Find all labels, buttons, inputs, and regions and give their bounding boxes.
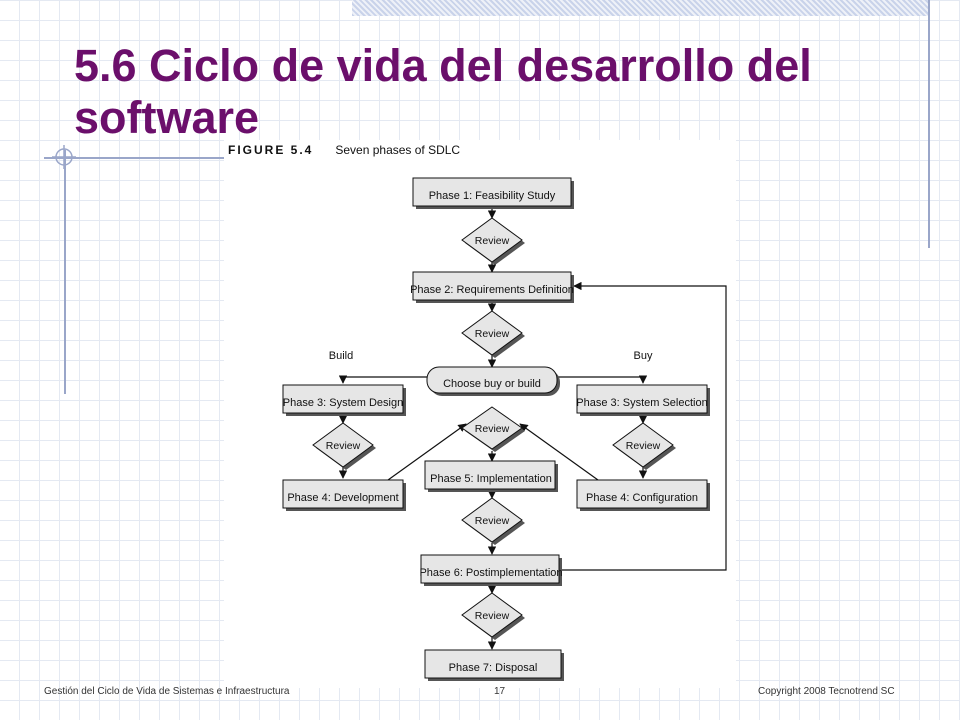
phase-4-development-label: Phase 4: Development [287,492,398,504]
decorative-left-rule [64,150,66,394]
choose-buy-or-build-label: Choose buy or build [443,378,541,390]
sdlc-flowchart: Phase 1: Feasibility Study Phase 2: Requ… [282,177,727,681]
phase-7-box: Phase 7: Disposal [424,649,564,681]
phase-3-selection-label: Phase 3: System Selection [576,397,707,409]
phase-6-box: Phase 6: Postimplementation [419,554,563,586]
phase-5-label: Phase 5: Implementation [430,473,552,485]
arrow-configuration-review [519,423,599,481]
phase-6-label: Phase 6: Postimplementation [419,567,562,579]
figure-caption-text: Seven phases of SDLC [335,143,461,157]
phase-4-development-box: Phase 4: Development [282,479,406,511]
decorative-top-band [352,0,930,16]
review-diamond-center: Review [461,406,525,452]
phase-1-box: Phase 1: Feasibility Study [412,177,574,209]
phase-4-configuration-box: Phase 4: Configuration [576,479,710,511]
review-diamond-1: Review [461,217,525,265]
arrow-choose-build [338,375,428,384]
review-buy-label: Review [626,440,661,452]
review-diamond-2: Review [461,310,525,358]
build-branch-label: Build [329,350,353,362]
choose-buy-or-build-box: Choose buy or build [426,366,560,396]
feedback-arrow-to-phase2 [558,281,727,571]
slide-title: 5.6 Ciclo de vida del desarrollo del sof… [74,40,812,143]
phase-4-configuration-label: Phase 4: Configuration [586,492,698,504]
review-diamond-buy: Review [612,422,676,470]
phase-7-label: Phase 7: Disposal [449,662,538,674]
title-underline-rule [44,157,226,159]
crosshair-ornament-icon [52,145,76,169]
figure-caption: FIGURE 5.4 Seven phases of SDLC [228,143,460,157]
review-5-label: Review [475,515,510,527]
review-1-label: Review [475,235,510,247]
buy-branch-label: Buy [634,350,653,362]
footer-copyright: Copyright 2008 Tecnotrend SC [758,686,895,697]
review-diamond-build: Review [312,422,376,470]
phase-3-selection-box: Phase 3: System Selection [576,384,710,416]
footer-page-number: 17 [494,686,506,697]
phase-2-box: Phase 2: Requirements Definition [410,271,574,303]
review-2-label: Review [475,328,510,340]
phase-3-design-box: Phase 3: System Design [282,384,406,416]
phase-3-design-label: Phase 3: System Design [283,397,403,409]
review-build-label: Review [326,440,361,452]
arrow-choose-buy [556,375,648,384]
figure-label: FIGURE 5.4 [228,143,314,157]
review-6-label: Review [475,610,510,622]
review-center-label: Review [475,423,510,435]
review-diamond-6: Review [461,592,525,640]
review-diamond-5: Review [461,497,525,545]
decorative-right-rule [928,0,930,248]
phase-1-label: Phase 1: Feasibility Study [429,190,556,202]
phase-2-label: Phase 2: Requirements Definition [410,284,574,296]
footer-course-title: Gestión del Ciclo de Vida de Sistemas e … [44,686,290,697]
phase-5-box: Phase 5: Implementation [424,460,558,492]
arrow-development-review [387,423,467,481]
